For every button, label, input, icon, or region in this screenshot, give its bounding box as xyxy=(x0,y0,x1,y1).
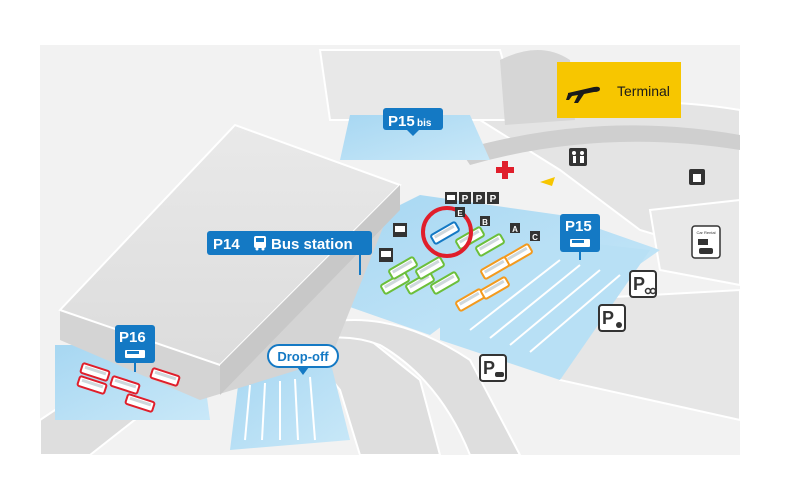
p15-sign: P15 xyxy=(560,214,600,260)
toilets-icon xyxy=(569,148,587,166)
p16-sign: P16 xyxy=(115,325,155,372)
parking-service-icon-1: P xyxy=(459,192,471,205)
p15-lines xyxy=(469,259,621,353)
svg-text:P: P xyxy=(633,274,645,294)
p15bis-code: P15 xyxy=(388,113,415,130)
luggage-icon xyxy=(689,169,705,185)
bus-12 xyxy=(480,256,510,280)
bus-10 xyxy=(480,276,510,300)
parking-car-icon: P xyxy=(479,354,507,382)
bus-stop-icon-1 xyxy=(393,223,407,237)
terminal-canopy xyxy=(460,125,740,165)
drop-off-label: Drop-off xyxy=(277,349,329,364)
bus-4 xyxy=(388,256,418,280)
bus-2 xyxy=(405,271,435,295)
highlight-circle xyxy=(421,206,473,258)
p14-code: P14 xyxy=(213,236,240,253)
car-rental-label: Car Rental xyxy=(696,230,715,235)
bay-tag-b: B xyxy=(480,216,490,227)
bus-5 xyxy=(415,256,445,280)
service-icons-row: P P P xyxy=(445,192,499,205)
svg-text:A: A xyxy=(512,225,518,234)
car-rental-icon: Car Rental xyxy=(691,225,721,259)
departure-arrow-icon xyxy=(540,177,555,186)
svg-text:P: P xyxy=(462,194,469,205)
terminal-sign: Terminal xyxy=(557,62,681,118)
bay-tag-a: A xyxy=(510,223,520,234)
drop-off-area xyxy=(230,360,350,450)
p16-code: P16 xyxy=(119,329,146,346)
p16-bus-3 xyxy=(109,375,141,395)
parking-service-icon-3: P xyxy=(487,192,499,205)
bay-tag-c: C xyxy=(530,231,540,242)
parking-motorbike-icon: P xyxy=(598,304,626,332)
svg-text:B: B xyxy=(482,218,488,227)
p15-bus-icon xyxy=(570,239,590,247)
drop-off-lines xyxy=(244,376,316,441)
bay-letter-tags: E B A C xyxy=(455,207,540,242)
first-aid-icon xyxy=(496,161,514,179)
bay-tag-e: E xyxy=(455,207,465,218)
svg-text:P: P xyxy=(483,358,495,378)
airplane-icon xyxy=(566,86,600,103)
p15bis-suffix: bis xyxy=(417,118,432,129)
p16-bus-icon xyxy=(125,350,145,358)
parking-service-icon-2: P xyxy=(473,192,485,205)
drop-off-sign: Drop-off xyxy=(267,344,339,375)
p15-code: P15 xyxy=(565,218,592,235)
terminal-sign-background xyxy=(557,62,681,118)
bus-11 xyxy=(503,243,533,267)
svg-text:P: P xyxy=(602,308,614,328)
p15bis-area xyxy=(340,115,490,160)
p16-bus-4 xyxy=(149,367,181,387)
parking-bike-icon: P xyxy=(629,270,657,298)
bus-icon xyxy=(254,236,266,251)
p15bis-sign: P15 bis xyxy=(383,108,443,136)
svg-text:P: P xyxy=(476,194,483,205)
p14-bus-station-sign: P14 Bus station xyxy=(207,231,372,275)
svg-text:C: C xyxy=(532,233,538,242)
svg-text:E: E xyxy=(457,209,463,218)
bus-bays xyxy=(380,221,533,312)
p16-buses xyxy=(76,362,181,413)
p16-bus-5 xyxy=(124,393,156,413)
bus-6 xyxy=(430,221,460,245)
svg-text:P: P xyxy=(490,194,497,205)
p16-bus-1 xyxy=(79,362,111,382)
p16-bus-2 xyxy=(76,375,108,395)
bus-stop-icon-2 xyxy=(379,248,393,262)
control-tower-base xyxy=(500,50,575,125)
p14-name: Bus station xyxy=(271,236,353,253)
bus-service-icon xyxy=(445,192,457,204)
bus-3 xyxy=(430,271,460,295)
bus-8 xyxy=(475,233,505,257)
terminal-sign-label: Terminal xyxy=(617,83,670,99)
